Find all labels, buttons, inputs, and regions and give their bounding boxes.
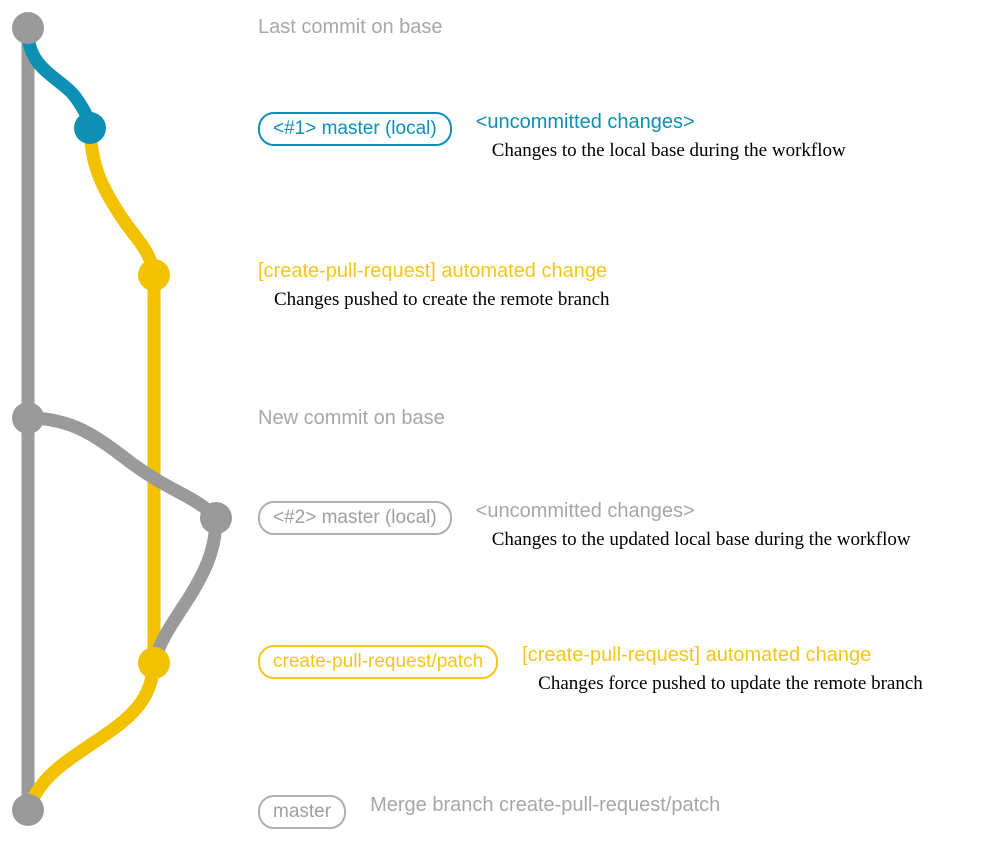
patch-force-node[interactable] — [138, 647, 170, 679]
base-new-commit-node[interactable] — [12, 402, 44, 434]
row-automated-change-2: create-pull-request/patch [create-pull-r… — [258, 645, 923, 693]
patch-commit-node[interactable] — [138, 259, 170, 291]
row-local-commit-2: <#2> master (local) <uncommitted changes… — [258, 501, 911, 549]
local-commit-2-text-stack: <uncommitted changes> Changes to the upd… — [466, 501, 911, 549]
local-commit-1-headline: <uncommitted changes> — [475, 111, 695, 133]
row-master-merge: master Merge branch create-pull-request/… — [258, 795, 720, 829]
branch-pill-master-local-1[interactable]: <#1> master (local) — [258, 112, 452, 146]
master-merge-headline: Merge branch create-pull-request/patch — [370, 794, 721, 816]
row-local-commit-1: <#1> master (local) <uncommitted changes… — [258, 112, 846, 160]
automated-change-1-headline: [create-pull-request] automated change — [258, 260, 608, 282]
base-merge-node[interactable] — [12, 794, 44, 826]
automated-change-1-subtext: Changes pushed to create the remote bran… — [274, 289, 610, 310]
local-commit-1-subtext: Changes to the local base during the wor… — [491, 140, 846, 161]
automated-change-2-headline: [create-pull-request] automated change — [522, 644, 872, 666]
row-automated-change-1: [create-pull-request] automated change C… — [258, 261, 610, 309]
gray-rebase-line — [21, 411, 223, 670]
commit-graph — [12, 12, 232, 826]
blue-branch-line — [21, 25, 97, 135]
base-head-node[interactable] — [12, 12, 44, 44]
local-commit-2-subtext: Changes to the updated local base during… — [491, 529, 911, 550]
local-commit-node[interactable] — [74, 112, 106, 144]
row-new-commit-on-base: New commit on base — [258, 408, 445, 428]
branch-pill-master-local-2[interactable]: <#2> master (local) — [258, 501, 452, 535]
automated-change-1-text-stack: [create-pull-request] automated change C… — [258, 261, 610, 309]
automated-change-2-text-stack: [create-pull-request] automated change C… — [512, 645, 923, 693]
automated-change-2-subtext: Changes force pushed to update the remot… — [538, 673, 923, 694]
yellow-branch-line-upper — [83, 124, 161, 282]
branch-pill-master[interactable]: master — [258, 795, 347, 829]
branch-pill-create-pull-request-patch[interactable]: create-pull-request/patch — [258, 645, 499, 679]
last-commit-headline: Last commit on base — [258, 16, 443, 38]
row-last-commit: Last commit on base — [258, 17, 443, 37]
local-commit-2-headline: <uncommitted changes> — [475, 500, 695, 522]
local-commit-2-node[interactable] — [200, 502, 232, 534]
yellow-merge-line — [21, 656, 161, 817]
new-commit-headline: New commit on base — [258, 407, 445, 429]
local-commit-1-text-stack: <uncommitted changes> Changes to the loc… — [466, 112, 846, 160]
